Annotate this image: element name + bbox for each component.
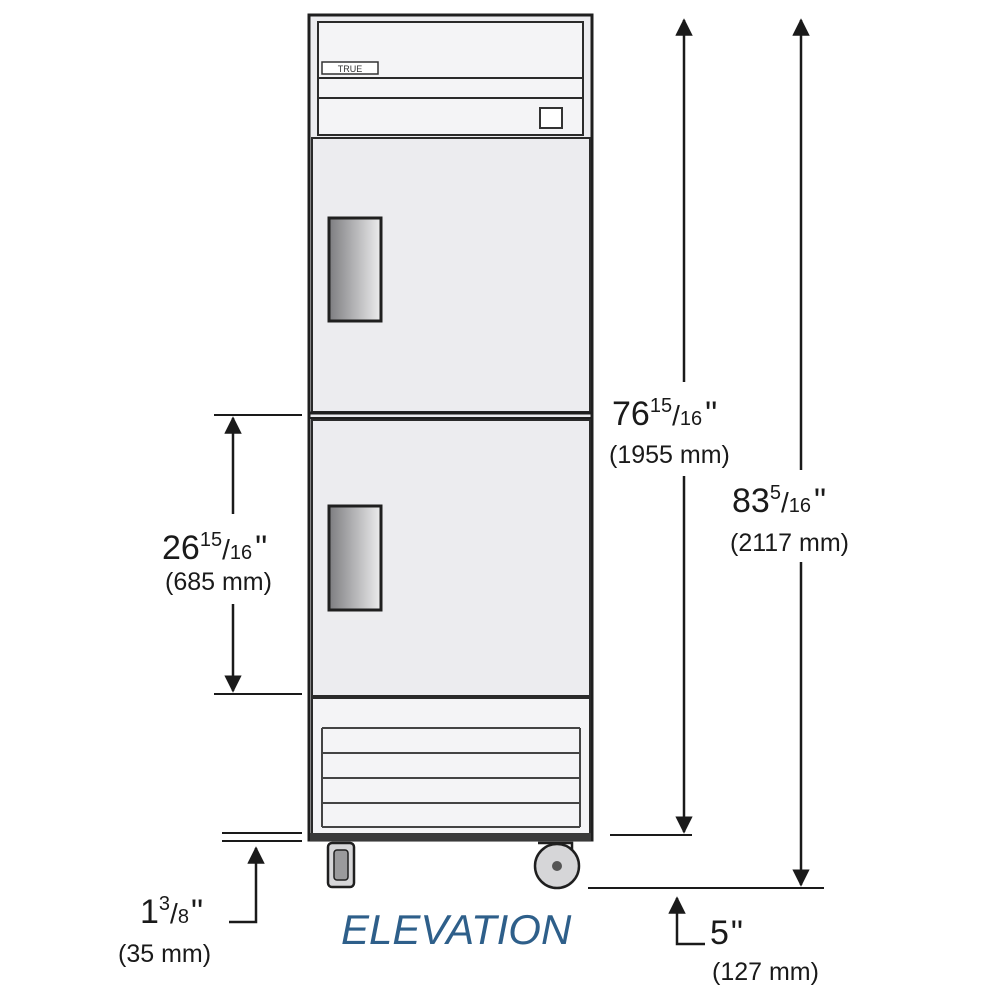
base-gap-num: 3 <box>159 893 170 915</box>
cabinet-base <box>310 833 591 841</box>
cabinet-height-den: 16 <box>680 408 702 430</box>
caster-height-unit: " <box>731 914 743 952</box>
svg-text:835/16": 835/16" <box>732 482 826 520</box>
svg-text:2615/16": 2615/16" <box>162 529 267 567</box>
overall-height-metric: (2117 mm) <box>730 529 849 557</box>
overall-height-whole: 83 <box>732 482 770 520</box>
base-gap-metric: (35 mm) <box>118 940 211 968</box>
dimension-door-height: 2615/16" (685 mm) <box>162 414 302 695</box>
cabinet-height-whole: 76 <box>612 395 650 433</box>
lower-door <box>311 419 591 697</box>
left-caster <box>326 841 356 889</box>
door-height-whole: 26 <box>162 529 200 567</box>
svg-text:7615/16": 7615/16" <box>612 395 717 433</box>
brand-plate <box>321 61 379 75</box>
elevation-caption: ELEVATION <box>341 906 572 953</box>
upper-door <box>311 137 591 413</box>
refrigerator-cabinet: TRUE <box>307 13 594 842</box>
dimension-caster-height: 5" (127 mm) <box>668 896 819 986</box>
overall-height-unit: " <box>814 482 826 520</box>
dimension-base-gap: 13/8" (35 mm) <box>118 832 302 968</box>
upper-door-handle <box>327 216 383 323</box>
svg-text:5": 5" <box>710 914 743 952</box>
brand-plate-text: TRUE <box>338 64 363 74</box>
cabinet-height-unit: " <box>705 395 717 433</box>
overall-height-num: 5 <box>770 482 781 504</box>
caster-height-whole: 5 <box>710 914 729 952</box>
door-height-num: 15 <box>200 529 222 551</box>
svg-text:13/8": 13/8" <box>140 893 203 931</box>
caster-height-metric: (127 mm) <box>712 958 819 986</box>
door-height-den: 16 <box>230 542 252 564</box>
base-gap-whole: 1 <box>140 893 159 931</box>
bottom-grille <box>311 697 591 837</box>
base-gap-unit: " <box>191 893 203 931</box>
dimension-overall-height: 835/16" (2117 mm) <box>588 18 849 889</box>
base-gap-den: 8 <box>178 906 189 928</box>
right-caster <box>533 841 581 890</box>
dimension-cabinet-height: 7615/16" (1955 mm) <box>609 18 730 836</box>
overall-height-den: 16 <box>789 495 811 517</box>
door-height-metric: (685 mm) <box>165 568 272 596</box>
top-header-panel: TRUE <box>317 21 584 136</box>
lower-door-handle <box>327 504 383 612</box>
cabinet-height-num: 15 <box>650 395 672 417</box>
door-height-unit: " <box>255 529 267 567</box>
thermostat-display-icon <box>539 107 563 129</box>
cabinet-height-metric: (1955 mm) <box>609 441 730 469</box>
